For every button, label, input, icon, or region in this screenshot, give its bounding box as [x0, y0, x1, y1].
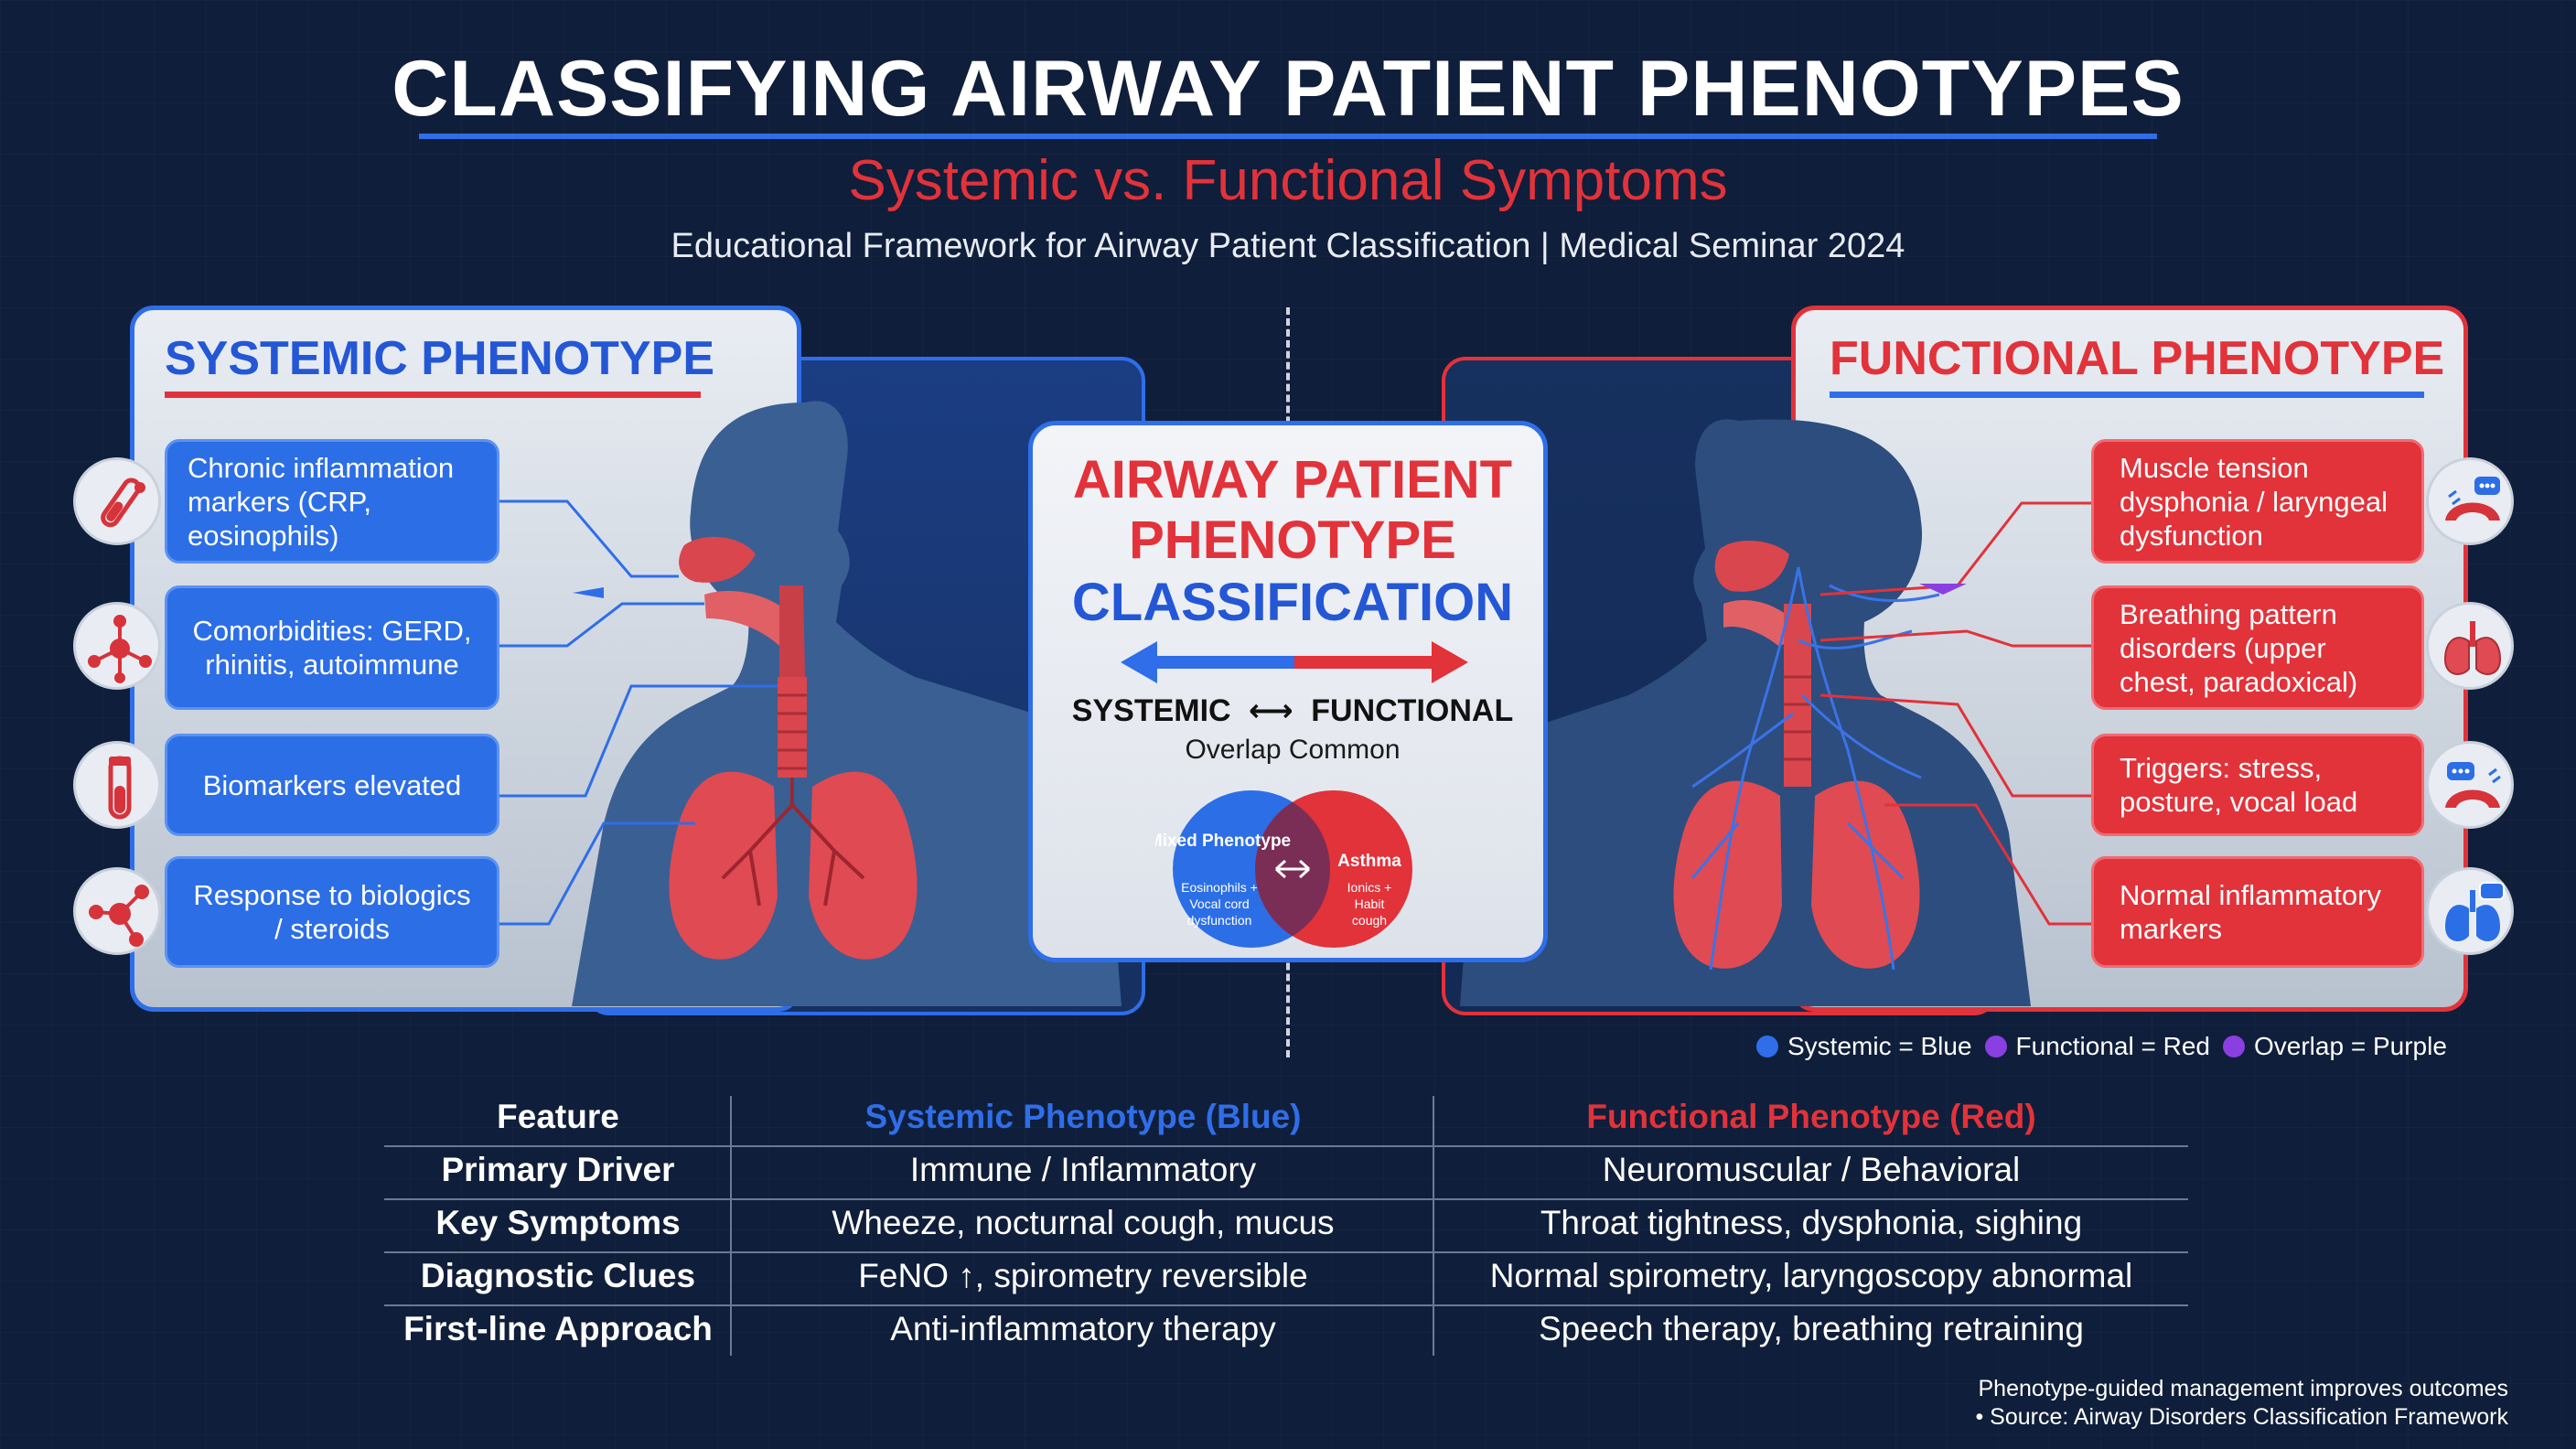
spectrum-axis-labels: SYSTEMIC ⟷ FUNCTIONAL: [1033, 692, 1552, 729]
table-cell: Immune / Inflammatory: [909, 1151, 1257, 1188]
axis-left-label: SYSTEMIC: [1071, 693, 1231, 728]
table-cell: Neuromuscular / Behavioral: [1602, 1151, 2021, 1188]
network-icon: [73, 602, 161, 690]
connector-2: [499, 602, 704, 648]
table-divider: [384, 1251, 2188, 1253]
classification-card: AIRWAY PATIENT PHENOTYPE CLASSIFICATION …: [1028, 421, 1548, 962]
functional-trachea: [1784, 604, 1811, 787]
overlap-arrows-icon: [1274, 859, 1311, 879]
functional-item-4: Normal inflammatory markers: [2091, 856, 2424, 968]
systemic-right-lung: [809, 771, 918, 960]
table-header-systemic: Systemic Phenotype (Blue): [864, 1098, 1302, 1135]
lungs-icon: [2426, 602, 2514, 690]
table-row-label: Primary Driver: [441, 1151, 675, 1188]
venn-left-line-3: dysfunction: [1187, 913, 1252, 928]
venn-right-line-3: cough: [1352, 913, 1387, 928]
table-cell: Throat tightness, dysphonia, sighing: [1540, 1204, 2083, 1241]
table-cell: FeNO ↑, spirometry reversible: [858, 1257, 1308, 1294]
throat-speech-icon: [2426, 741, 2514, 829]
page-subtitle: Systemic vs. Functional Symptoms: [848, 149, 1728, 212]
throat-speech-icon: [2426, 457, 2514, 545]
connector-f4: [1884, 803, 2091, 926]
systemic-heading: SYSTEMIC PHENOTYPE: [165, 332, 714, 385]
footer-source: • Source: Airway Disorders Classificatio…: [1975, 1404, 2508, 1430]
axis-right-label: FUNCTIONAL: [1311, 693, 1514, 728]
systemic-item-4: Response to biologics / steroids: [165, 856, 499, 968]
connector-1: [499, 499, 679, 578]
venn-left-line-1: Eosinophils +: [1181, 880, 1258, 895]
systemic-item-1: Chronic inflammation markers (CRP, eosin…: [165, 439, 499, 564]
table-cell: Normal spirometry, laryngoscopy abnormal: [1489, 1257, 2133, 1294]
connector-f3: [1819, 693, 2091, 798]
legend-dot-overlap: [2223, 1036, 2245, 1057]
functional-heading: FUNCTIONAL PHENOTYPE: [1830, 332, 2445, 385]
functional-item-1: Muscle tension dysphonia / laryngeal dys…: [2091, 439, 2424, 564]
table-divider: [384, 1145, 2188, 1147]
molecule-icon: [73, 867, 161, 955]
legend-dot-systemic: [1756, 1036, 1778, 1057]
functional-arrow-marker: [1919, 584, 1967, 595]
lungs-speech-icon: [2426, 867, 2514, 955]
venn-right-line-2: Habit: [1355, 896, 1385, 911]
connector-f1: [1819, 501, 2091, 596]
legend-systemic: Systemic = Blue: [1787, 1032, 1972, 1060]
venn-left-title: Mixed Phenotype: [1155, 832, 1291, 851]
color-legend: Systemic = Blue Functional = Red Overlap…: [1756, 1032, 2447, 1061]
connector-4: [499, 821, 695, 926]
legend-functional: Functional = Red: [2015, 1032, 2210, 1060]
spectrum-arrow: [1121, 641, 1468, 683]
table-cell: Anti-inflammatory therapy: [890, 1310, 1276, 1347]
functional-item-3: Triggers: stress, posture, vocal load: [2091, 734, 2424, 836]
table-divider: [384, 1198, 2188, 1200]
systemic-left-lung: [669, 771, 778, 960]
functional-right-lung: [1811, 780, 1920, 969]
table-divider: [384, 1304, 2188, 1306]
functional-left-lung: [1673, 780, 1782, 969]
systemic-trachea: [778, 677, 807, 778]
venn-left-line-2: Vocal cord: [1189, 896, 1249, 911]
table-row-label: Diagnostic Clues: [420, 1257, 696, 1294]
table-header-feature: Feature: [497, 1098, 619, 1135]
footer-note: Phenotype-guided management improves out…: [1978, 1376, 2508, 1401]
table-header-functional: Functional Phenotype (Red): [1586, 1098, 2036, 1135]
systemic-heading-underline: [165, 392, 701, 398]
test-tube-icon: [73, 457, 161, 545]
bidirectional-arrow-icon: ⟷: [1249, 693, 1293, 728]
card-title-line-1: AIRWAY PATIENT: [1072, 450, 1513, 510]
legend-overlap: Overlap = Purple: [2254, 1032, 2447, 1060]
card-title-line-2: PHENOTYPE: [1129, 510, 1456, 570]
blood-vial-icon: [73, 741, 161, 829]
venn-right-title: Asthma: [1337, 852, 1401, 871]
table-column-divider: [1433, 1096, 1434, 1356]
page-title: CLASSIFYING AIRWAY PATIENT PHENOTYPES: [392, 45, 2184, 133]
overlap-note: Overlap Common: [1185, 735, 1401, 765]
table-row-label: First-line Approach: [403, 1310, 713, 1347]
systemic-item-2: Comorbidities: GERD, rhinitis, autoimmun…: [165, 585, 499, 710]
systemic-item-3: Biomarkers elevated: [165, 734, 499, 836]
venn-diagram: Mixed Phenotype Eosinophils + Vocal cord…: [1155, 790, 1412, 948]
connector-3: [499, 684, 778, 798]
systemic-arrow-marker: [573, 587, 604, 598]
page-tagline: Educational Framework for Airway Patient…: [671, 227, 1905, 265]
connector-f2: [1819, 629, 2091, 648]
title-underline: [419, 134, 2157, 139]
table-row-label: Key Symptoms: [435, 1204, 681, 1241]
functional-item-2: Breathing pattern disorders (upper chest…: [2091, 585, 2424, 710]
venn-right-line-1: Ionics +: [1347, 880, 1392, 895]
table-cell: Wheeze, nocturnal cough, mucus: [832, 1204, 1335, 1241]
functional-heading-underline: [1830, 392, 2424, 398]
table-cell: Speech therapy, breathing retraining: [1539, 1310, 2084, 1347]
legend-dot-functional: [1984, 1036, 2007, 1057]
table-column-divider: [730, 1096, 732, 1356]
card-title-line-3: CLASSIFICATION: [1071, 573, 1514, 632]
